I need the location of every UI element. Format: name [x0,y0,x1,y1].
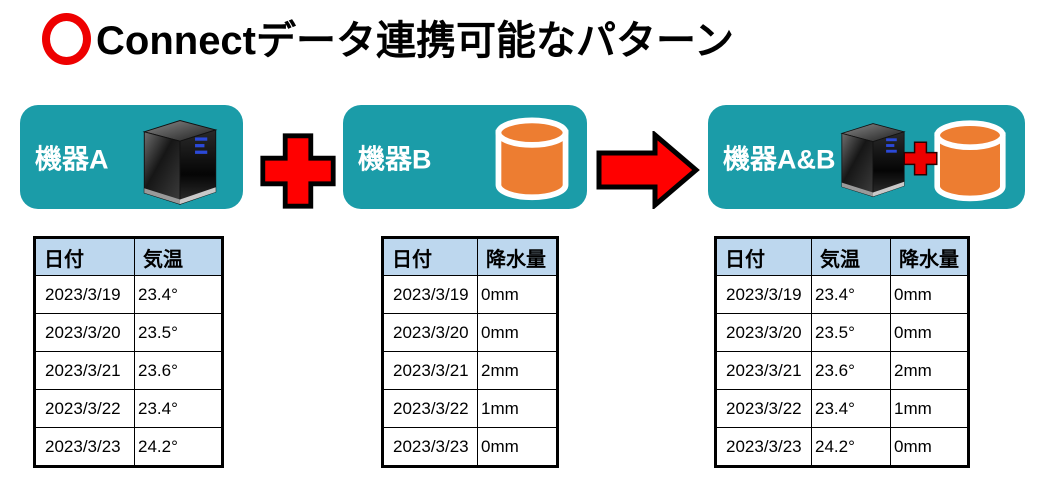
plus-icon [903,141,938,176]
table-cell: 2023/3/20 [382,313,478,352]
table-row: 2023/3/19 0mm [382,275,558,314]
table-row: 2023/3/20 0mm [382,313,558,352]
table-cell: 23.5° [811,313,891,352]
database-icon [495,117,569,201]
table-cell: 2023/3/22 [34,389,135,428]
table-cell: 2023/3/19 [34,275,135,314]
table-row: 2023/3/23 0mm [382,427,558,467]
table-cell: 2023/3/21 [715,351,812,390]
table-cell: 0mm [477,275,558,314]
table-row: 2023/3/22 23.4° 1mm [715,389,969,428]
server-icon [840,123,906,198]
table-row: 2023/3/19 23.4° 0mm [715,275,969,314]
table-cell: 2023/3/19 [715,275,812,314]
table-header-row: 日付 気温 [34,237,223,276]
table-cell: 23.6° [134,351,223,390]
table-header-row: 日付 降水量 [382,237,558,276]
table-row: 2023/3/23 24.2° 0mm [715,427,969,467]
device-ab-box: 機器A&B [708,105,1025,209]
table-cell: 2023/3/19 [382,275,478,314]
table-cell: 1mm [477,389,558,428]
column-header-date: 日付 [715,237,812,276]
column-header-date: 日付 [34,237,135,276]
table-row: 2023/3/20 23.5° 0mm [715,313,969,352]
table-cell: 2023/3/23 [34,427,135,467]
table-row: 2023/3/21 23.6° [34,351,223,390]
table-cell: 2023/3/20 [34,313,135,352]
column-header-date: 日付 [382,237,478,276]
table-cell: 23.4° [811,275,891,314]
table-cell: 0mm [890,313,969,352]
table-cell: 2023/3/21 [34,351,135,390]
table-header-row: 日付 気温 降水量 [715,237,969,276]
table-cell: 0mm [890,275,969,314]
device-ab-label: 機器A&B [723,144,836,175]
database-icon [934,120,1006,202]
table-cell: 2023/3/20 [715,313,812,352]
table-cell: 2023/3/22 [382,389,478,428]
table-cell: 24.2° [811,427,891,467]
table-row: 2023/3/22 1mm [382,389,558,428]
table-cell: 23.6° [811,351,891,390]
table-row: 2023/3/19 23.4° [34,275,223,314]
device-b-label: 機器B [358,144,432,175]
table-row: 2023/3/21 23.6° 2mm [715,351,969,390]
column-header-temp: 気温 [134,237,223,276]
table-cell: 2023/3/21 [382,351,478,390]
device-b-table: 日付 降水量 2023/3/19 0mm 2023/3/20 0mm 2023/… [381,236,559,468]
slide-title: Connectデータ連携可能なパターン [42,8,734,66]
red-circle-icon [42,13,91,65]
device-ab-table: 日付 気温 降水量 2023/3/19 23.4° 0mm 2023/3/20 … [714,236,970,468]
table-row: 2023/3/22 23.4° [34,389,223,428]
column-header-precip: 降水量 [477,237,558,276]
table-row: 2023/3/23 24.2° [34,427,223,467]
plus-icon [260,133,336,209]
device-a-box: 機器A [20,105,243,209]
table-cell: 23.4° [811,389,891,428]
device-a-table: 日付 気温 2023/3/19 23.4° 2023/3/20 23.5° 20… [33,236,224,468]
table-cell: 24.2° [134,427,223,467]
table-cell: 23.4° [134,275,223,314]
table-cell: 2023/3/23 [382,427,478,467]
device-b-box: 機器B [343,105,587,209]
server-icon [142,120,218,205]
table-cell: 2mm [477,351,558,390]
arrow-right-icon [596,131,700,209]
table-row: 2023/3/20 23.5° [34,313,223,352]
table-cell: 2023/3/23 [715,427,812,467]
table-cell: 0mm [890,427,969,467]
title-text: Connectデータ連携可能なパターン [96,19,734,63]
table-cell: 2023/3/22 [715,389,812,428]
column-header-temp: 気温 [811,237,891,276]
device-a-label: 機器A [35,144,109,175]
table-cell: 23.5° [134,313,223,352]
table-cell: 23.4° [134,389,223,428]
table-cell: 0mm [477,313,558,352]
table-cell: 1mm [890,389,969,428]
column-header-precip: 降水量 [890,237,969,276]
table-cell: 0mm [477,427,558,467]
table-cell: 2mm [890,351,969,390]
table-row: 2023/3/21 2mm [382,351,558,390]
